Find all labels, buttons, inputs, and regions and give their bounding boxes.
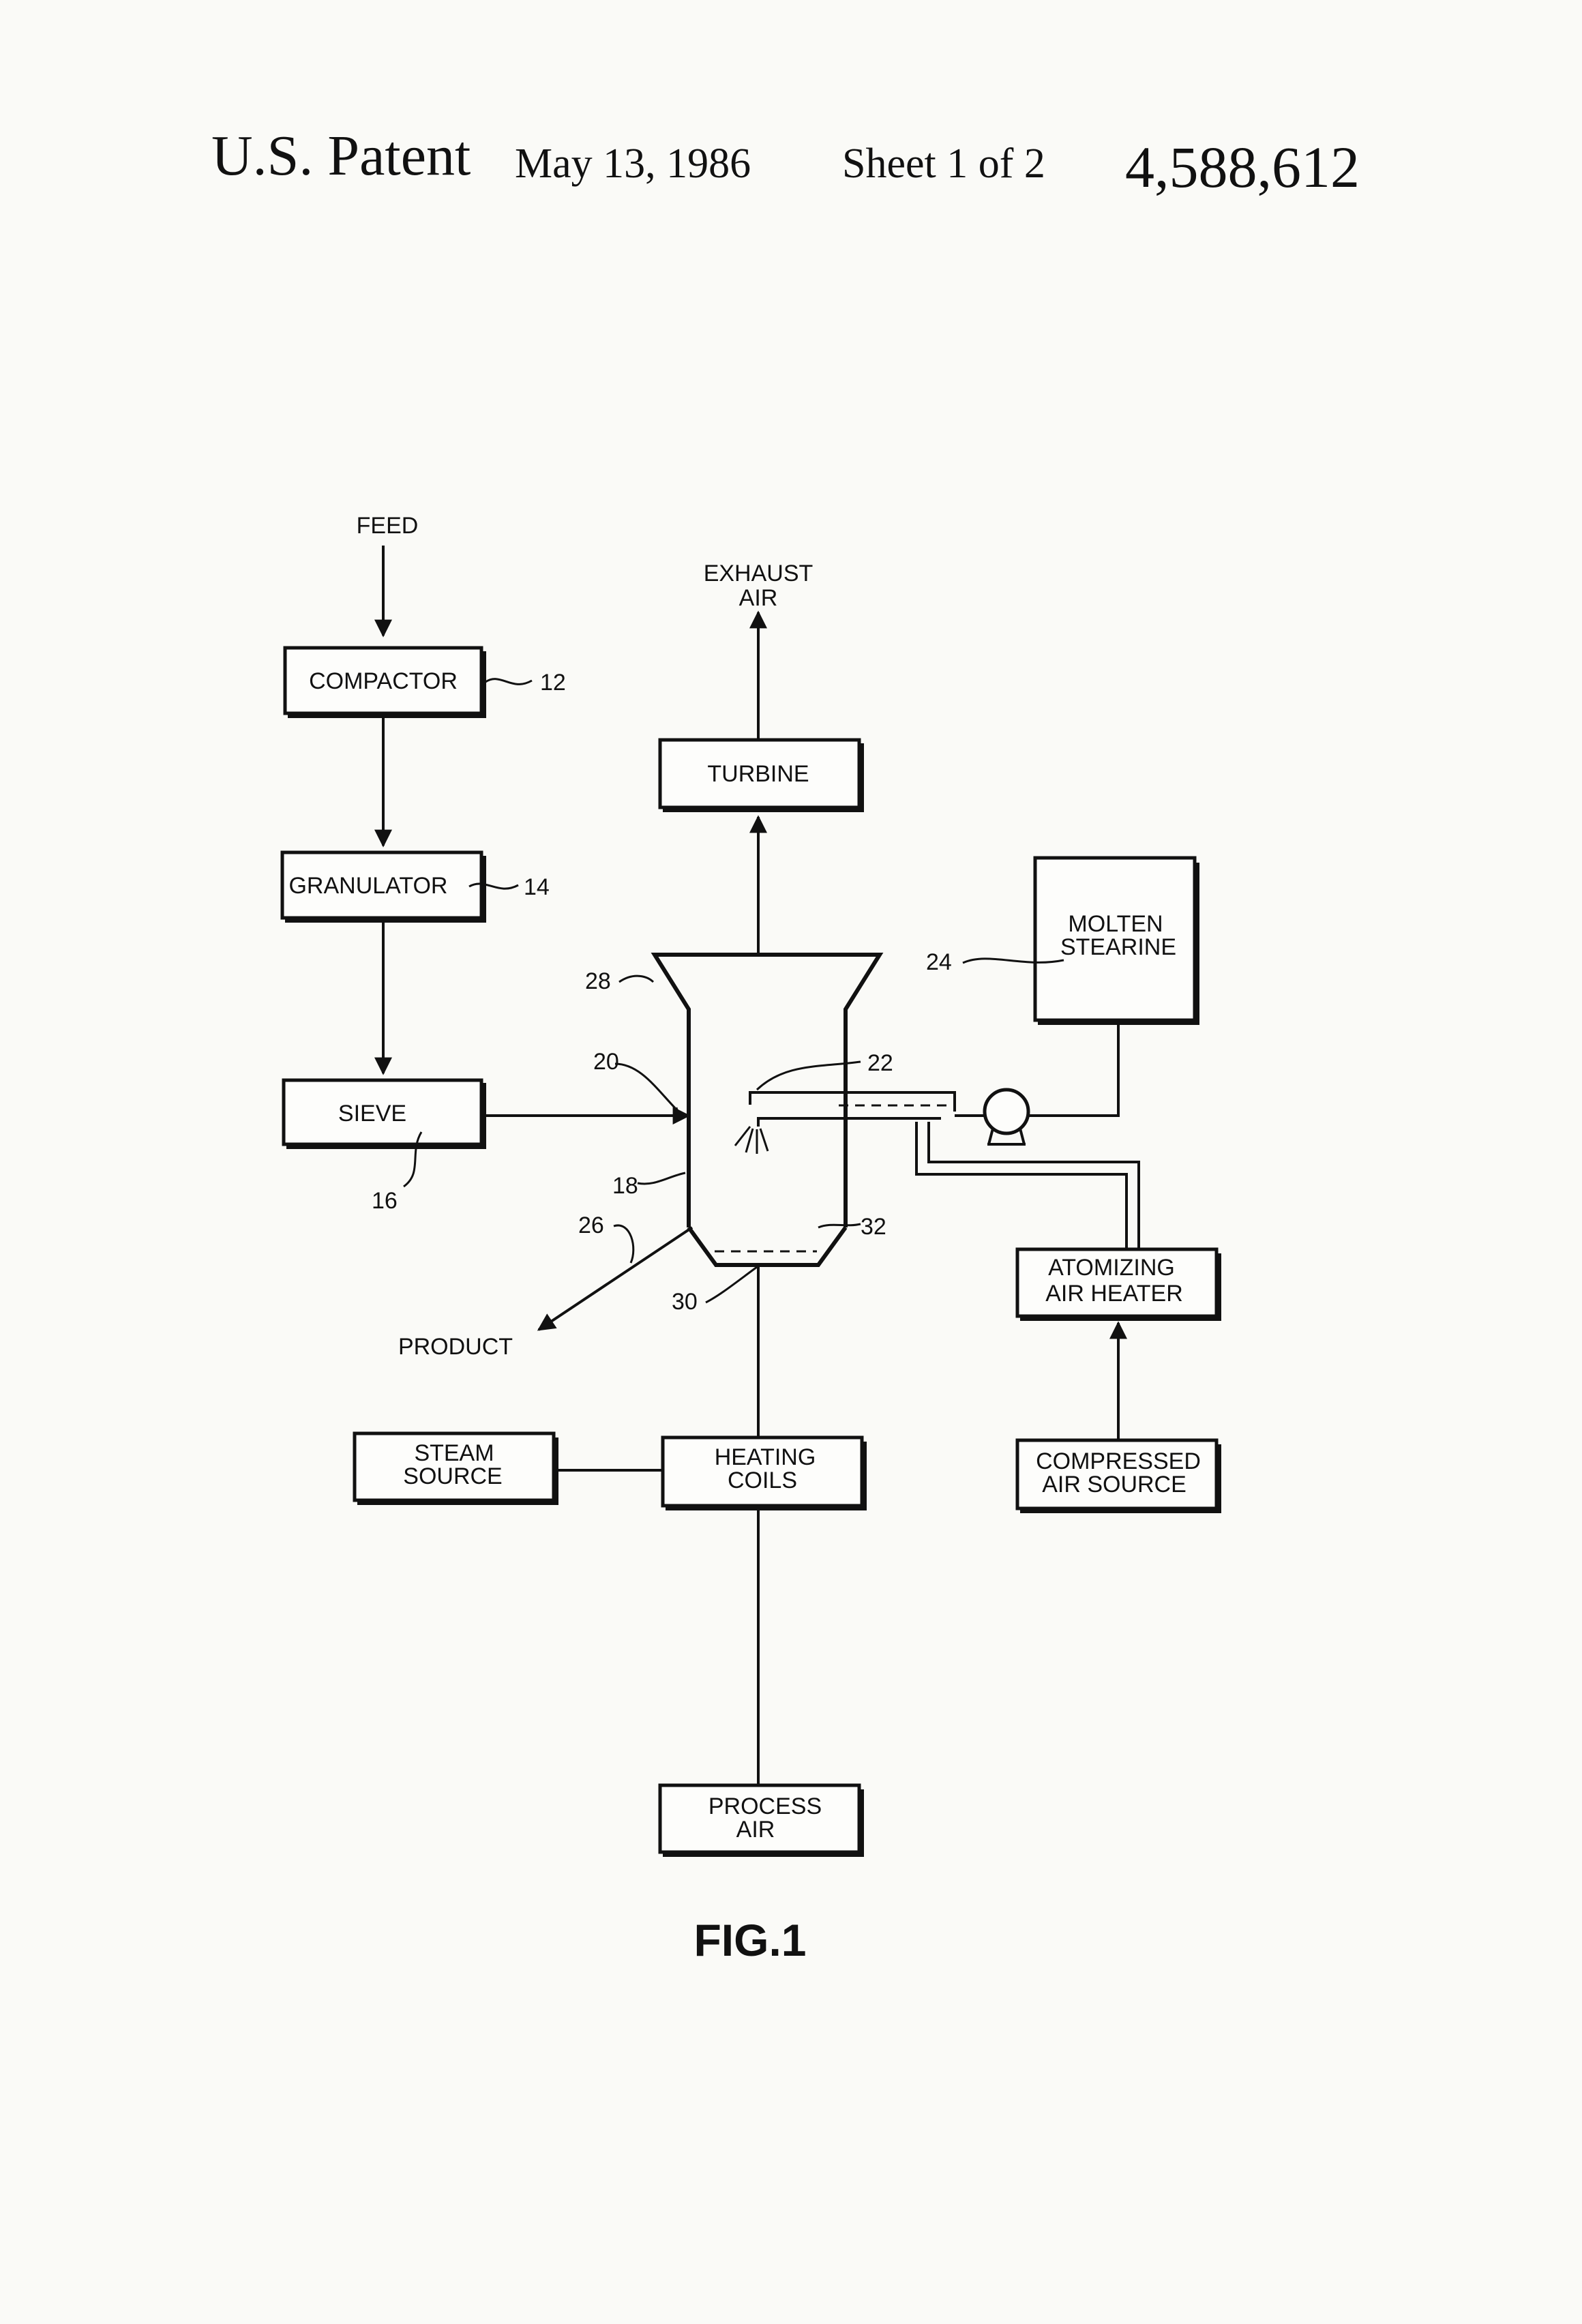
heating-coils-label-line2: COILS (728, 1468, 797, 1493)
ref-18: 18 (612, 1173, 638, 1199)
feed-label: FEED (357, 513, 419, 539)
leader-32 (818, 1224, 861, 1227)
compressed-air-source-box: COMPRESSED AIR SOURCE (1017, 1440, 1219, 1511)
steam-source-label-line1: STEAM (414, 1440, 494, 1466)
leader-30 (706, 1267, 757, 1302)
compressed-air-source-label-line2: AIR SOURCE (1042, 1472, 1186, 1498)
granulator-box: GRANULATOR (282, 852, 484, 921)
steam-source-box: STEAM SOURCE (355, 1433, 556, 1503)
ref-14: 14 (524, 874, 550, 900)
exhaust-label-line2: AIR (739, 585, 778, 611)
leader-28 (619, 976, 653, 982)
molten-stearine-box: MOLTEN STEARINE (1035, 858, 1197, 1023)
leader-18 (638, 1173, 685, 1184)
molten-stearine-label-line2: STEARINE (1060, 934, 1176, 960)
process-air-label-line2: AIR (736, 1817, 775, 1843)
steam-source-label-line2: SOURCE (403, 1463, 502, 1489)
process-air-label-line1: PROCESS (708, 1793, 822, 1819)
nozzle-pipe-bottom (758, 1118, 941, 1127)
atomizing-air-heater-label-line2: AIR HEATER (1045, 1281, 1183, 1307)
spray-tower (655, 955, 880, 1265)
atomizing-air-pipe-inner (929, 1122, 1139, 1248)
nozzle-pipe-top (750, 1092, 955, 1112)
ref-30: 30 (672, 1289, 698, 1315)
compactor-box: COMPACTOR (285, 648, 484, 716)
turbine-box: TURBINE (660, 740, 862, 810)
leader-20 (615, 1064, 678, 1112)
heating-coils-box: HEATING COILS (663, 1437, 865, 1508)
exhaust-label-line1: EXHAUST (704, 561, 814, 586)
atomizing-air-heater-label-line1: ATOMIZING (1048, 1255, 1175, 1281)
ref-20: 20 (593, 1049, 619, 1075)
sieve-box: SIEVE (284, 1080, 484, 1147)
atomizing-air-pipe-outer (916, 1122, 1126, 1248)
spray-icon (735, 1127, 768, 1154)
figure-label: FIG.1 (693, 1915, 806, 1965)
turbine-label: TURBINE (707, 761, 809, 787)
ref-24: 24 (926, 949, 952, 975)
pump-to-stearine-line (1028, 1022, 1118, 1116)
molten-stearine-label-line1: MOLTEN (1068, 911, 1163, 937)
sieve-label: SIEVE (338, 1101, 406, 1127)
compactor-label: COMPACTOR (309, 668, 458, 694)
ref-22: 22 (867, 1050, 893, 1076)
ref-16: 16 (372, 1188, 398, 1214)
leader-26 (614, 1225, 633, 1263)
ref-32: 32 (861, 1214, 886, 1240)
process-air-box: PROCESS AIR (660, 1785, 862, 1855)
granulator-label: GRANULATOR (288, 873, 447, 899)
pump-icon (985, 1090, 1028, 1144)
ref-12: 12 (540, 670, 566, 696)
leader-12 (486, 679, 532, 685)
product-label: PRODUCT (398, 1334, 513, 1360)
atomizing-air-heater-box: ATOMIZING AIR HEATER (1017, 1249, 1219, 1319)
ref-26: 26 (578, 1212, 604, 1238)
compressed-air-source-label-line1: COMPRESSED (1036, 1448, 1201, 1474)
heating-coils-label-line1: HEATING (715, 1444, 816, 1470)
product-arrow (539, 1227, 692, 1330)
ref-28: 28 (585, 968, 611, 994)
